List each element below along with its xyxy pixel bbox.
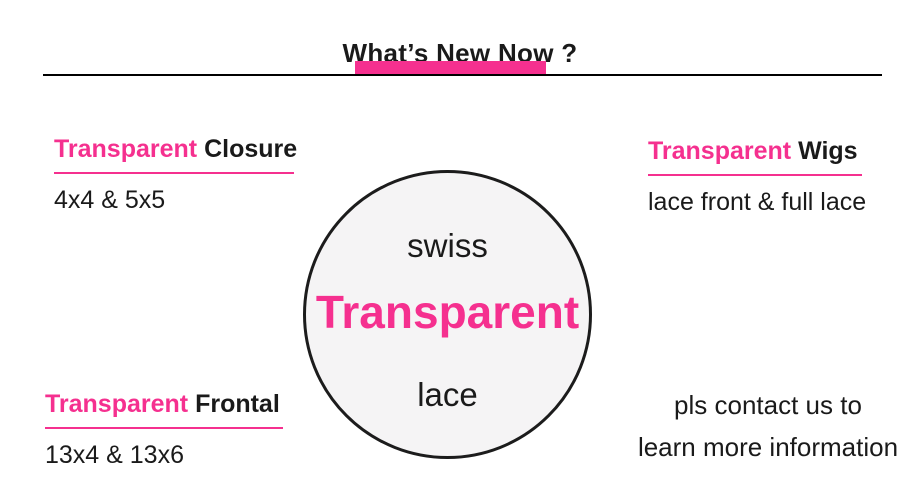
wigs-subtitle: lace front & full lace: [648, 188, 867, 216]
closure-heading: Transparent Closure: [54, 136, 297, 163]
circle-text-swiss: swiss: [407, 227, 488, 264]
frontal-subtitle: 13x4 & 13x6: [45, 441, 184, 469]
circle-text-transparent: Transparent: [315, 286, 580, 338]
section-transparent-frontal: Transparent Frontal 13x4 & 13x6: [45, 391, 283, 469]
section-transparent-closure: Transparent Closure 4x4 & 5x5: [54, 136, 297, 214]
section-transparent-wigs: Transparent Wigs lace front & full lace: [648, 138, 866, 216]
frontal-heading: Transparent Frontal: [45, 391, 283, 418]
closure-heading-accent: Transparent: [54, 135, 198, 163]
contact-note-line2: learn more information: [637, 432, 899, 462]
transparent-lace-circle: swiss Transparent lace: [303, 170, 592, 459]
frontal-heading-rest: Frontal: [195, 390, 280, 418]
contact-note: pls contact us to learn more information: [618, 390, 918, 474]
wigs-heading-underline: [648, 174, 862, 176]
title-accent-bar: [355, 61, 546, 74]
closure-subtitle: 4x4 & 5x5: [54, 186, 166, 214]
wigs-heading-rest: Wigs: [798, 137, 858, 165]
divider-line: [43, 74, 882, 76]
frontal-heading-accent: Transparent: [45, 390, 189, 418]
closure-heading-rest: Closure: [204, 135, 298, 163]
closure-heading-underline: [54, 172, 294, 174]
frontal-heading-underline: [45, 427, 283, 429]
contact-note-line1: pls contact us to: [674, 390, 862, 420]
wigs-heading: Transparent Wigs: [648, 138, 866, 165]
wigs-heading-accent: Transparent: [648, 137, 792, 165]
circle-text-lace: lace: [417, 376, 478, 413]
